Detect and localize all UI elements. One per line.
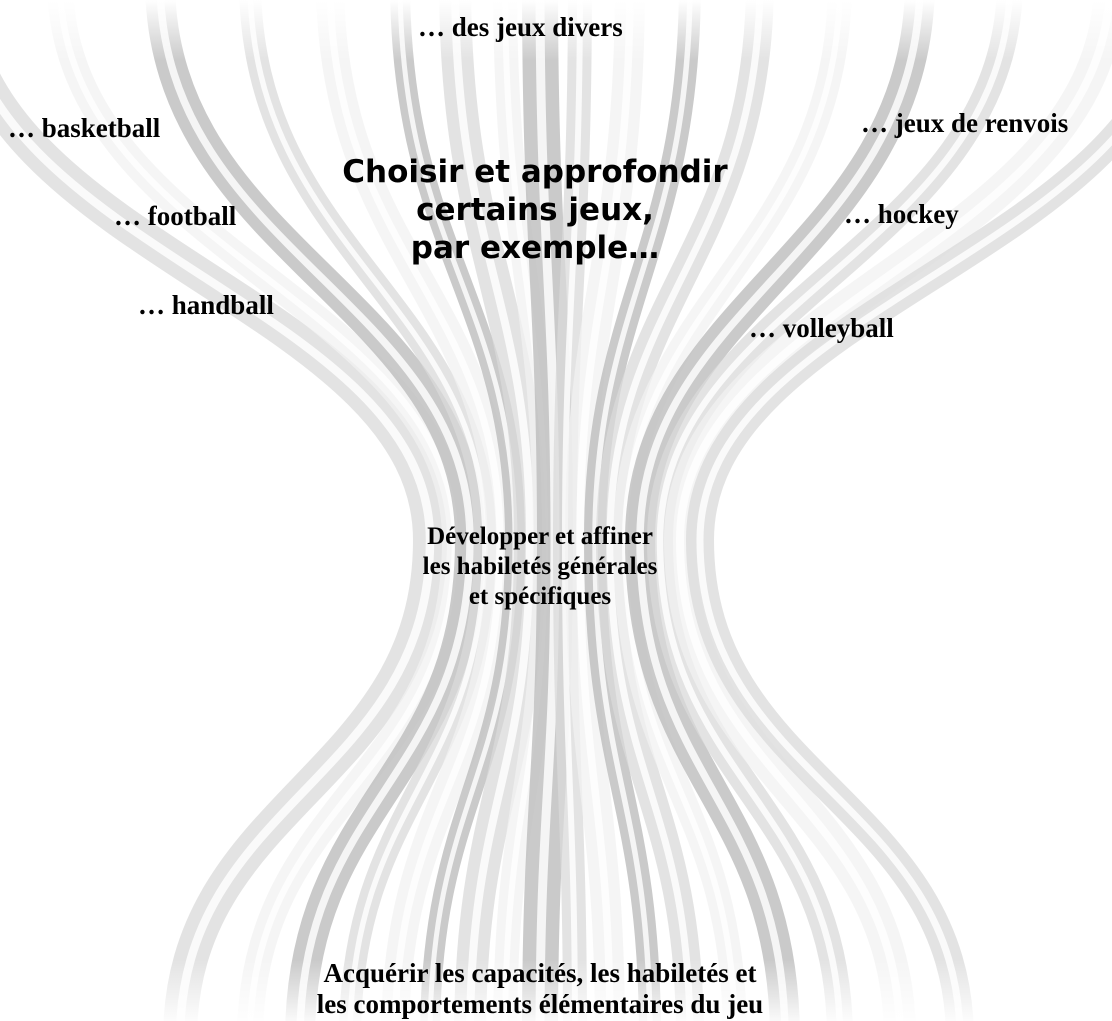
middle-line: Développer et affiner bbox=[427, 523, 653, 550]
diagram-title: Choisir et approfondir certains jeux, pa… bbox=[300, 153, 770, 267]
bottom-line: les comportements élémentaires du jeu bbox=[316, 989, 764, 1019]
title-line: certains jeux, bbox=[416, 192, 654, 228]
title-line: Choisir et approfondir bbox=[342, 154, 728, 190]
label-jeux-divers: … des jeux divers bbox=[418, 12, 623, 42]
middle-line: et spécifiques bbox=[468, 583, 612, 610]
label-jeux-de-renvois: … jeux de renvois bbox=[861, 108, 1069, 138]
middle-caption: Développer et affiner les habiletés géné… bbox=[340, 522, 740, 612]
label-handball: … handball bbox=[138, 290, 274, 320]
label-volleyball: … volleyball bbox=[749, 313, 894, 343]
bottom-caption: Acquérir les capacités, les habiletés et… bbox=[200, 958, 880, 1020]
title-line: par exemple… bbox=[410, 230, 660, 266]
label-football: … football bbox=[114, 201, 237, 231]
label-hockey: … hockey bbox=[844, 199, 959, 229]
middle-line: les habiletés générales bbox=[422, 553, 658, 580]
bottom-line: Acquérir les capacités, les habiletés et bbox=[323, 958, 757, 988]
label-basketball: … basketball bbox=[8, 113, 161, 143]
